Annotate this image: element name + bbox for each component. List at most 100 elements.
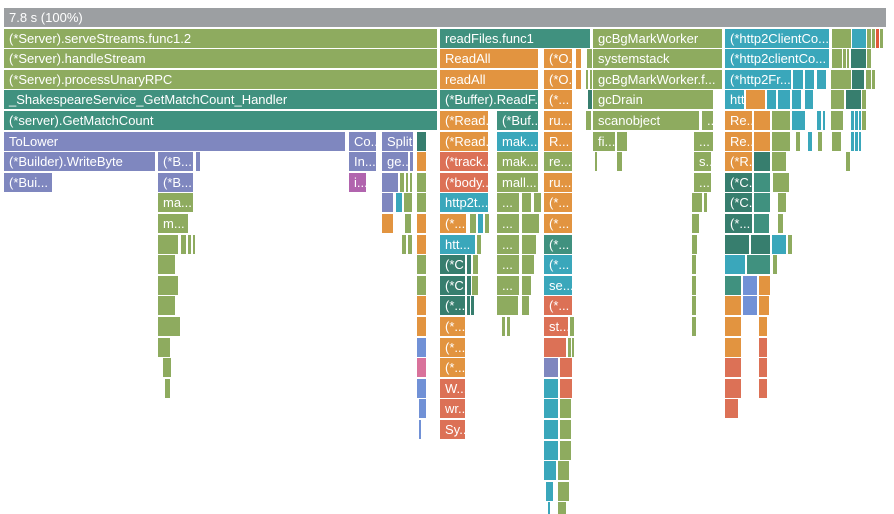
flame-frame-labeled[interactable]: readFiles.func1 [440,28,590,48]
flame-frame[interactable] [548,502,550,514]
flame-frame[interactable] [497,296,518,316]
flame-frame-labeled[interactable]: st... [544,317,568,336]
flame-frame-labeled[interactable]: (*C... [440,255,465,275]
flame-frame[interactable] [862,111,866,130]
flame-frame[interactable] [417,378,426,398]
flame-frame-labeled[interactable]: (*Read... [440,131,488,151]
flame-frame[interactable] [188,234,191,254]
flame-frame-labeled[interactable]: gcDrain [593,90,713,110]
flame-frame-labeled[interactable]: i... [349,172,366,192]
flame-frame[interactable] [546,481,553,501]
flame-frame[interactable] [772,152,786,172]
flame-frame[interactable] [851,49,866,69]
flame-frame[interactable] [817,111,821,130]
flame-frame[interactable] [382,172,398,192]
flame-frame-labeled[interactable]: ... [497,255,519,275]
flame-frame[interactable] [788,234,792,254]
flame-frame[interactable] [832,131,841,151]
flame-frame-labeled[interactable]: (*O... [544,69,572,89]
flame-frame[interactable] [158,317,180,336]
flame-frame[interactable] [692,296,696,316]
flame-frame[interactable] [852,69,864,89]
flame-frame-labeled[interactable]: (*... [440,317,465,336]
flame-frame-labeled[interactable]: (*http2clientCo... [725,49,829,69]
flame-frame[interactable] [558,461,569,481]
flame-frame[interactable] [832,49,842,69]
flame-frame-labeled[interactable]: ma... [158,193,193,213]
flame-frame[interactable] [725,378,741,398]
flame-frame[interactable] [470,214,476,233]
flame-frame[interactable] [522,214,539,233]
flame-frame[interactable] [544,461,556,481]
flame-frame-labeled[interactable]: (*... [440,214,466,233]
flame-frame-labeled[interactable]: http2t... [440,193,488,213]
flame-frame[interactable] [692,255,696,275]
flame-frame[interactable] [196,152,200,172]
flame-frame[interactable] [417,152,426,172]
flame-frame[interactable] [725,234,749,254]
flame-frame[interactable] [473,255,478,275]
flame-frame[interactable] [617,131,627,151]
flame-frame[interactable] [522,296,529,316]
flame-frame[interactable] [544,440,558,460]
flame-frame[interactable] [692,214,699,233]
flame-frame[interactable] [754,152,770,172]
flame-frame-labeled[interactable]: (*C... [725,193,752,213]
flame-frame[interactable] [704,193,707,213]
flame-frame[interactable] [477,234,481,254]
flame-frame-labeled[interactable]: (*server).GetMatchCount [4,111,437,130]
flame-frame[interactable] [846,152,850,172]
flame-frame-labeled[interactable]: scanobject [593,111,699,130]
flame-frame[interactable] [725,317,741,336]
flame-frame[interactable] [417,234,426,254]
flame-frame-labeled[interactable]: s... [694,152,711,172]
flame-frame[interactable] [692,234,697,254]
flame-frame[interactable] [880,28,883,48]
flame-frame[interactable] [792,111,805,130]
flame-frame[interactable] [855,111,858,130]
flame-frame[interactable] [818,131,822,151]
flame-frame[interactable] [759,337,767,357]
flame-frame[interactable] [725,255,745,275]
flame-frame[interactable] [872,69,875,89]
flame-frame[interactable] [410,152,413,172]
flame-frame[interactable] [382,193,393,213]
flame-frame[interactable] [507,317,510,336]
flame-frame-labeled[interactable]: wr... [440,399,465,419]
flame-frame[interactable] [772,111,790,130]
flame-frame-labeled[interactable]: (*C... [725,172,752,192]
flame-frame[interactable] [590,69,592,89]
flame-frame[interactable] [872,28,875,48]
flame-frame[interactable] [617,152,622,172]
flame-frame-labeled[interactable]: ... [497,193,519,213]
flame-frame[interactable] [754,131,770,151]
flame-frame-labeled[interactable]: (*Buffer).ReadF... [440,90,538,110]
flame-frame[interactable] [866,69,871,89]
flame-frame[interactable] [382,214,393,233]
flame-frame-labeled[interactable]: ru... [544,172,572,192]
flame-frame[interactable] [754,214,769,233]
flame-frame[interactable] [467,296,470,316]
flame-frame[interactable] [417,255,426,275]
flame-frame[interactable] [843,49,846,69]
flame-frame-labeled[interactable]: (*Bui... [4,172,52,192]
flame-frame[interactable] [859,111,861,130]
flame-frame[interactable] [544,358,558,378]
flame-frame[interactable] [568,337,571,357]
flame-frame-labeled[interactable]: In... [349,152,376,172]
flame-frame[interactable] [767,90,776,110]
flame-frame[interactable] [419,420,421,439]
flame-frame[interactable] [558,481,569,501]
flame-frame[interactable] [867,28,871,48]
flame-frame-labeled[interactable]: (*... [544,193,572,213]
flame-frame[interactable] [746,90,765,110]
flame-frame[interactable] [759,296,769,316]
flame-frame[interactable] [544,399,558,419]
flame-frame-labeled[interactable]: (*R... [725,152,752,172]
flame-frame-labeled[interactable]: (*... [544,90,572,110]
flame-frame-labeled[interactable]: gcBgMarkWorker.f... [593,69,722,89]
flame-frame[interactable] [417,275,426,295]
flame-frame-labeled[interactable]: gcBgMarkWorker [593,28,722,48]
flame-frame-labeled[interactable]: fi... [593,131,615,151]
flame-frame[interactable] [759,358,767,378]
